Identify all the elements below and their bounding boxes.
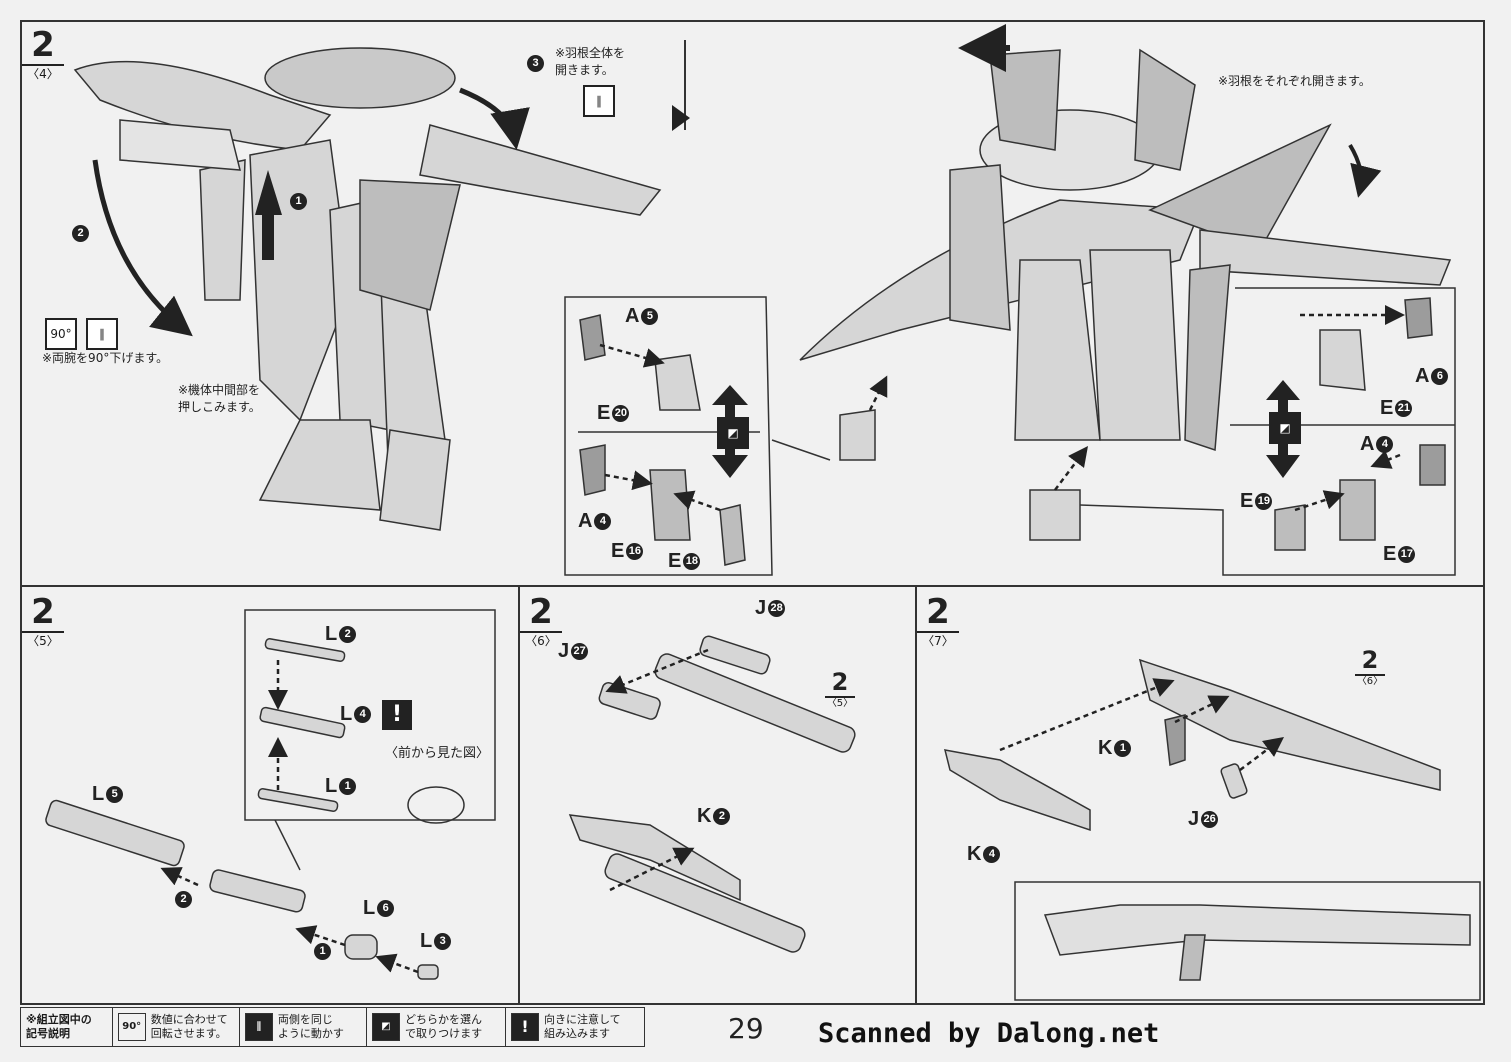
note-lower-arms: ※両腕を90°下げます。 [42,351,169,365]
step-sub-number: 〈4〉 [22,64,64,82]
step-number: 2 [926,592,950,632]
legend-header: ※組立図中の 記号説明 [21,1008,113,1046]
choose-one-icon: ◩ [717,417,749,449]
step-sub-number: 〈6〉 [520,631,562,649]
symbol-legend: ※組立図中の 記号説明 90° 数値に合わせて 回転させます。 ∥ 両側を同じ … [20,1007,645,1047]
scan-credit: Scanned by Dalong.net [818,1018,1160,1049]
legend-choose-one: ◩ どちらかを選ん で取りつけます [367,1008,506,1046]
page-number: 29 [728,1012,764,1045]
step-number: 2 [1361,646,1379,674]
step-number: 2 [831,668,849,696]
legend-rotate: 90° 数値に合わせて 回転させます。 [113,1008,240,1046]
both-sides-icon: ∥ [583,85,615,117]
note-open-whole-wing: ※羽根全体を 開きます。 [555,46,626,77]
legend-rotate-text: 数値に合わせて 回転させます。 [150,1013,228,1040]
step-sub-number: 〈7〉 [917,631,959,649]
note-open-each-wing: ※羽根をそれぞれ開きます。 [1218,74,1371,88]
rotate-icon: 90° [45,318,77,350]
legend-both-sides: ∥ 両側を同じ ように動かす [240,1008,368,1046]
legend-warning: ! 向きに注意して 組み込みます [506,1008,644,1046]
warning-icon: ! [511,1013,539,1041]
step-number-5: 2 〈5〉 [22,595,64,649]
step-sub-number: 〈5〉 [22,631,64,649]
divider-5-6 [518,585,520,1005]
step-reference-5: 2 〈5〉 [825,670,855,710]
callout-2: 2 [70,222,89,245]
callout-3: 3 [525,52,544,75]
step-number-6: 2 〈6〉 [520,595,562,649]
legend-warning-text: 向きに注意して 組み込みます [544,1013,621,1040]
divider-6-7 [915,585,917,1005]
callout-2: 2 [173,888,192,911]
note-push-center: ※機体中間部を 押しこみます。 [178,383,261,414]
step-number-4: 2 〈4〉 [22,28,64,82]
divider-horizontal [20,585,1485,587]
step-sub-number: 〈5〉 [825,696,855,709]
step-number: 2 [31,25,55,65]
step-number-7: 2 〈7〉 [917,595,959,649]
rotate-icon: 90° [117,1013,146,1041]
note-front-view: 〈前から見た図〉 [385,746,490,761]
choose-one-icon: ◩ [372,1013,401,1041]
step-reference-6: 2 〈6〉 [1355,648,1385,688]
step-sub-number: 〈6〉 [1355,674,1385,687]
choose-one-icon: ◩ [1269,412,1301,444]
divider-top-right [684,40,686,130]
both-sides-icon: ∥ [244,1013,273,1041]
legend-both-text: 両側を同じ ように動かす [277,1013,344,1040]
callout-1: 1 [288,190,307,213]
step-number: 2 [31,592,55,632]
warning-icon: ! [382,700,412,730]
page-frame [20,20,1485,1005]
step-number: 2 [529,592,553,632]
legend-choose-text: どちらかを選ん で取りつけます [405,1013,483,1040]
callout-1: 1 [312,940,331,963]
both-sides-icon: ∥ [86,318,118,350]
